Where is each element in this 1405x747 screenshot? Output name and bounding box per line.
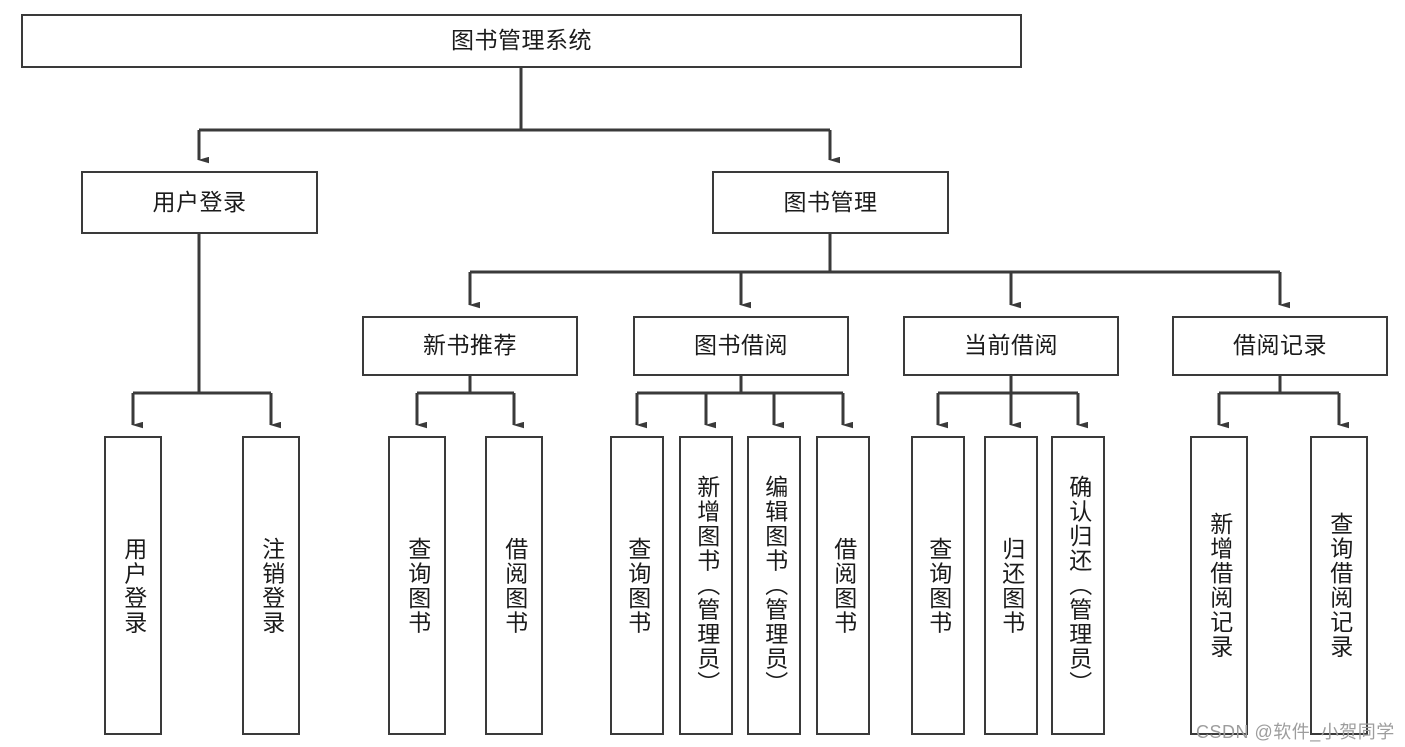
node-book-borrow[interactable]: 图书借阅 bbox=[633, 316, 849, 376]
leaf-borrow-book[interactable]: 借阅图书 bbox=[816, 436, 870, 735]
node-user-login-label: 用户登录 bbox=[152, 188, 247, 215]
leaf-query-book-borrow-label: 查询图书 bbox=[624, 536, 651, 635]
node-borrow-record[interactable]: 借阅记录 bbox=[1172, 316, 1388, 376]
leaf-confirm-return-admin-label: 确认归还（管理员） bbox=[1065, 475, 1092, 696]
leaf-return-book[interactable]: 归还图书 bbox=[984, 436, 1038, 735]
csdn-watermark: CSDN @软件_小贺同学 bbox=[1196, 722, 1395, 742]
leaf-user-login-label: 用户登录 bbox=[120, 536, 147, 635]
leaf-borrow-book-recommend[interactable]: 借阅图书 bbox=[485, 436, 543, 735]
leaf-edit-book-admin-label: 编辑图书（管理员） bbox=[761, 475, 788, 696]
node-user-login[interactable]: 用户登录 bbox=[81, 171, 318, 234]
leaf-user-login[interactable]: 用户登录 bbox=[104, 436, 162, 735]
leaf-query-book-current-label: 查询图书 bbox=[925, 536, 952, 635]
node-book-borrow-label: 图书借阅 bbox=[694, 332, 788, 359]
leaf-query-borrow-record-label: 查询借阅记录 bbox=[1326, 512, 1353, 659]
leaf-query-book-current[interactable]: 查询图书 bbox=[911, 436, 965, 735]
leaf-query-book-borrow[interactable]: 查询图书 bbox=[610, 436, 664, 735]
leaf-borrow-book-recommend-label: 借阅图书 bbox=[501, 536, 528, 635]
leaf-confirm-return-admin[interactable]: 确认归还（管理员） bbox=[1051, 436, 1105, 735]
node-book-management[interactable]: 图书管理 bbox=[712, 171, 949, 234]
leaf-add-book-admin-label: 新增图书（管理员） bbox=[693, 475, 720, 696]
leaf-query-book-recommend[interactable]: 查询图书 bbox=[388, 436, 446, 735]
leaf-query-borrow-record[interactable]: 查询借阅记录 bbox=[1310, 436, 1368, 735]
leaf-add-borrow-record-label: 新增借阅记录 bbox=[1206, 512, 1233, 659]
leaf-query-book-recommend-label: 查询图书 bbox=[404, 536, 431, 635]
leaf-return-book-label: 归还图书 bbox=[998, 536, 1025, 635]
node-root[interactable]: 图书管理系统 bbox=[21, 14, 1022, 68]
leaf-borrow-book-label: 借阅图书 bbox=[830, 536, 857, 635]
node-current-borrow-label: 当前借阅 bbox=[964, 332, 1058, 359]
node-current-borrow[interactable]: 当前借阅 bbox=[903, 316, 1119, 376]
node-book-management-label: 图书管理 bbox=[783, 188, 878, 215]
node-borrow-record-label: 借阅记录 bbox=[1233, 332, 1327, 359]
leaf-add-book-admin[interactable]: 新增图书（管理员） bbox=[679, 436, 733, 735]
leaf-logout[interactable]: 注销登录 bbox=[242, 436, 300, 735]
node-new-book-recommend[interactable]: 新书推荐 bbox=[362, 316, 578, 376]
leaf-logout-label: 注销登录 bbox=[258, 536, 285, 635]
node-root-label: 图书管理系统 bbox=[451, 27, 592, 54]
leaf-add-borrow-record[interactable]: 新增借阅记录 bbox=[1190, 436, 1248, 735]
node-new-book-recommend-label: 新书推荐 bbox=[423, 332, 517, 359]
leaf-edit-book-admin[interactable]: 编辑图书（管理员） bbox=[747, 436, 801, 735]
